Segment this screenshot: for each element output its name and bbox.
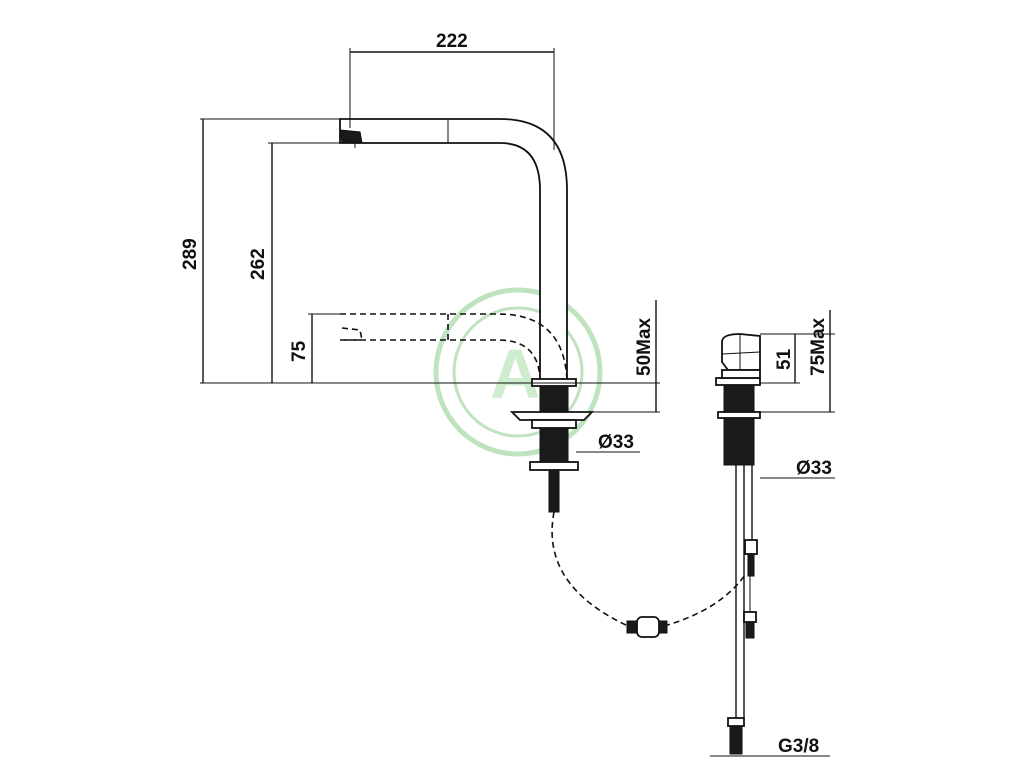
side-base	[715, 377, 761, 386]
aerator-head	[339, 129, 363, 144]
side-view: 51 75Max Ø33 G3/8	[710, 310, 835, 757]
dim-diameter-side-label: Ø33	[796, 458, 832, 479]
watermark-logo: A	[433, 287, 603, 457]
pulldown-hose	[551, 511, 629, 627]
mounting-plate	[509, 411, 595, 421]
dim-diameter-front-label: Ø33	[598, 432, 634, 453]
front-view: 289 262 75 222 50Max Ø33	[180, 31, 746, 638]
hose-stub	[548, 469, 560, 513]
dim-75-label: 75	[289, 340, 310, 362]
side-threaded-shank	[723, 384, 755, 466]
bottom-fitting	[727, 717, 745, 727]
dim-50max-label: 50Max	[634, 317, 655, 376]
dim-222-label: 222	[436, 31, 468, 52]
threaded-shank-lower	[539, 427, 569, 463]
dim-289-label: 289	[180, 238, 201, 270]
dim-75max-label: 75Max	[808, 317, 829, 376]
hose-weight	[636, 616, 660, 638]
svg-text:A: A	[490, 335, 541, 413]
dim-262-label: 262	[248, 248, 269, 280]
hose-connector-lower	[743, 611, 757, 623]
dim-51-label: 51	[774, 348, 795, 370]
connection-thread-label: G3/8	[778, 736, 819, 757]
pulldown-spout-outline	[340, 313, 568, 383]
spout-upper	[339, 118, 568, 383]
hose-connector-upper	[744, 539, 758, 555]
threaded-shank-upper	[539, 385, 569, 413]
